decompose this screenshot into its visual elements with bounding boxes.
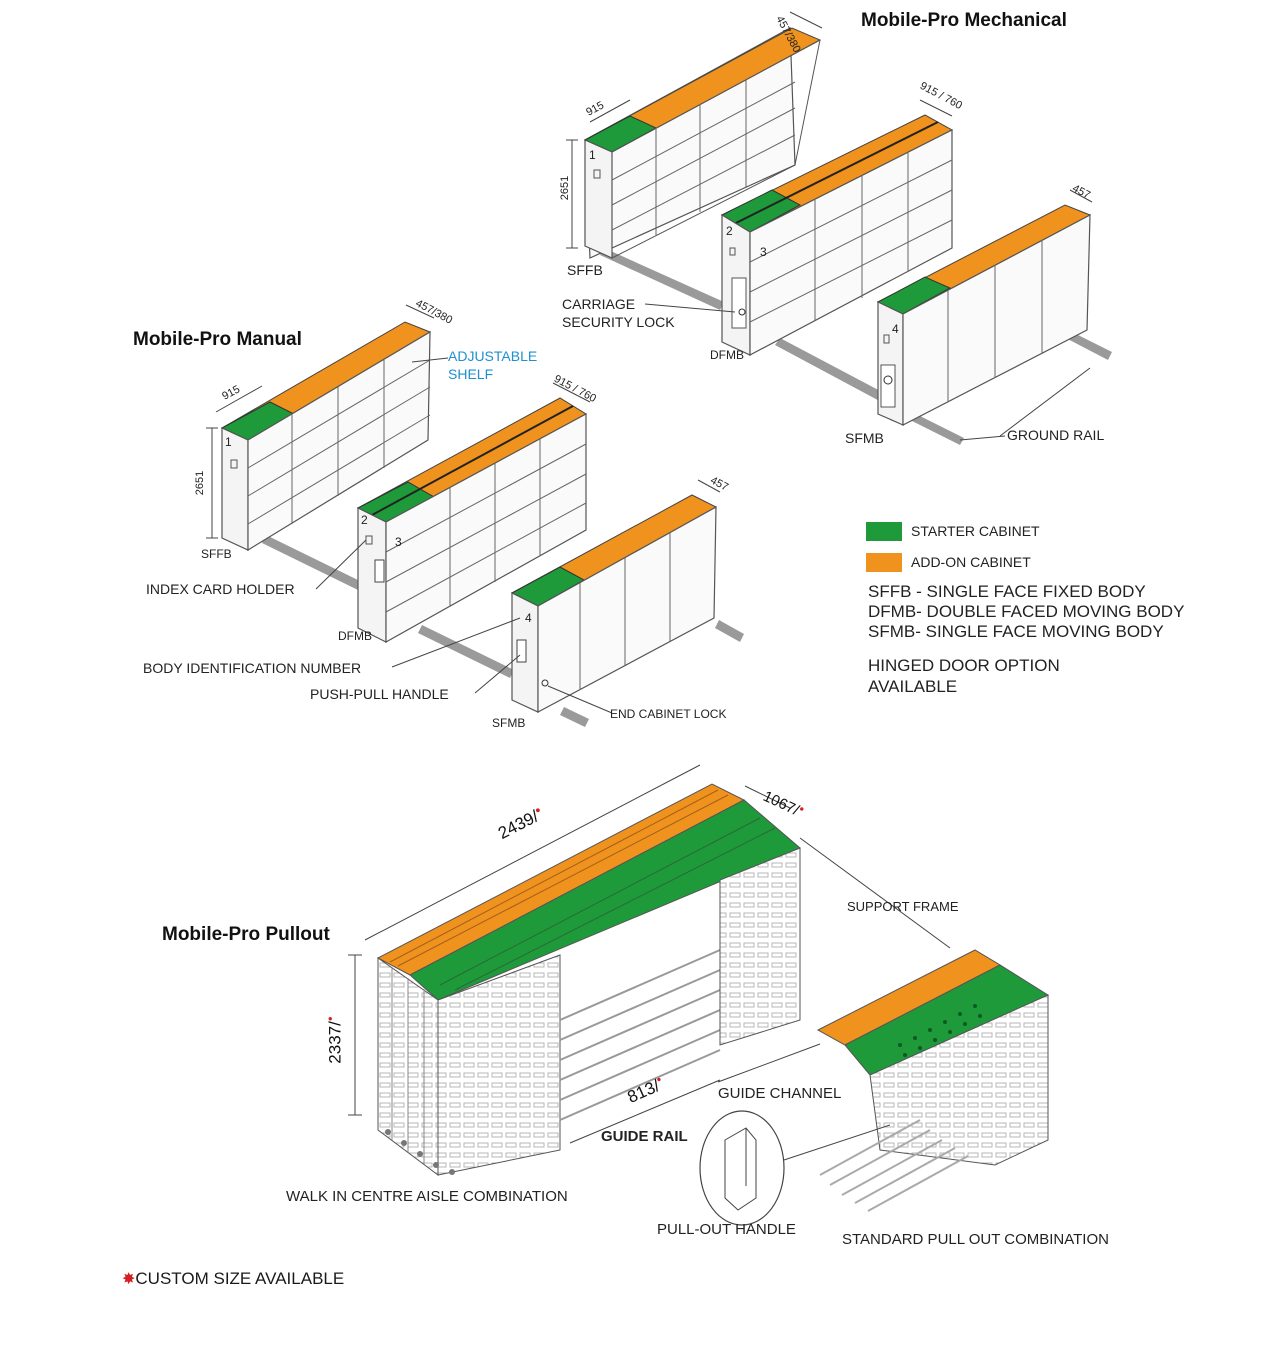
manual-dfmb-cabinet xyxy=(356,397,587,644)
manual-label-body-id-number: BODY IDENTIFICATION NUMBER xyxy=(143,660,362,676)
label-guide-channel: GUIDE CHANNEL xyxy=(718,1085,842,1102)
manual-label-push-pull-handle: PUSH-PULL HANDLE xyxy=(310,686,449,702)
mech-label-sfmb: SFMB xyxy=(845,430,884,446)
title-pullout: Mobile-Pro Pullout xyxy=(162,924,330,945)
label-support-frame: SUPPORT FRAME xyxy=(847,899,959,914)
mech-label-sffb: SFFB xyxy=(567,262,603,278)
label-shelf: SHELF xyxy=(448,366,494,382)
mechanical-illustration xyxy=(566,11,1112,445)
mech-label-ground-rail: GROUND RAIL xyxy=(1007,427,1105,443)
manual-label-end-cabinet-lock: END CABINET LOCK xyxy=(610,707,727,721)
manual-label-index-card-holder: INDEX CARD HOLDER xyxy=(146,581,295,597)
manual-body-number: 2 xyxy=(361,513,368,527)
mech-label-dfmb: DFMB xyxy=(710,348,744,362)
legend-starter-label: STARTER CABINET xyxy=(911,523,1040,539)
mech-sfmb-cabinet xyxy=(876,204,1092,426)
mech-sffb-cabinet xyxy=(566,27,822,259)
legend-sffb: SFFB - SINGLE FACE FIXED BODY xyxy=(868,582,1146,601)
mech-body-number: 1 xyxy=(589,148,596,162)
mech-body-number: 3 xyxy=(760,245,767,259)
manual-body-number: 3 xyxy=(395,535,402,549)
mech-dim-height: 2651 xyxy=(559,175,572,201)
legend-dfmb: DFMB- DOUBLE FACED MOVING BODY xyxy=(868,602,1185,621)
legend-addon-swatch xyxy=(866,553,902,572)
label-pull-out-handle: PULL-OUT HANDLE xyxy=(657,1221,796,1238)
label-walk-in-combination: WALK IN CENTRE AISLE COMBINATION xyxy=(286,1188,568,1205)
pullout-illustration xyxy=(348,764,1050,1226)
pullout-dim-height: 2337/● xyxy=(325,1016,345,1064)
manual-label-sfmb: SFMB xyxy=(492,716,526,730)
title-manual: Mobile-Pro Manual xyxy=(133,329,302,350)
manual-illustration xyxy=(206,304,744,727)
legend-hinged-door: HINGED DOOR OPTION xyxy=(868,656,1060,675)
manual-body-number: 4 xyxy=(525,611,532,625)
legend-addon-label: ADD-ON CABINET xyxy=(911,554,1031,570)
legend-starter-swatch xyxy=(866,522,902,541)
mech-label-carriage: CARRIAGE xyxy=(562,296,636,312)
manual-dim-height: 2651 xyxy=(194,470,207,496)
custom-size-note: ✸CUSTOM SIZE AVAILABLE xyxy=(122,1269,344,1289)
legend-available: AVAILABLE xyxy=(868,677,958,696)
manual-sffb-cabinet xyxy=(206,321,432,552)
title-mechanical: Mobile-Pro Mechanical xyxy=(861,10,1067,31)
ground-rail-1 xyxy=(600,248,724,310)
mech-dfmb-cabinet xyxy=(720,114,954,356)
mech-label-security-lock: SECURITY LOCK xyxy=(562,314,675,330)
custom-size-star-icon: ✸ xyxy=(122,1271,136,1288)
label-guide-rail: GUIDE RAIL xyxy=(601,1128,688,1145)
custom-size-label: CUSTOM SIZE AVAILABLE xyxy=(135,1269,345,1288)
manual-sfmb-cabinet xyxy=(510,494,718,714)
legend-sfmb: SFMB- SINGLE FACE MOVING BODY xyxy=(868,622,1164,641)
label-standard-pull-out: STANDARD PULL OUT COMBINATION xyxy=(842,1231,1109,1248)
manual-label-sffb: SFFB xyxy=(201,547,232,561)
manual-label-dfmb: DFMB xyxy=(338,629,372,643)
mech-body-number: 4 xyxy=(892,322,899,336)
label-adjustable: ADJUSTABLE xyxy=(448,348,538,364)
mech-body-number: 2 xyxy=(726,224,733,238)
manual-body-number: 1 xyxy=(225,435,232,449)
